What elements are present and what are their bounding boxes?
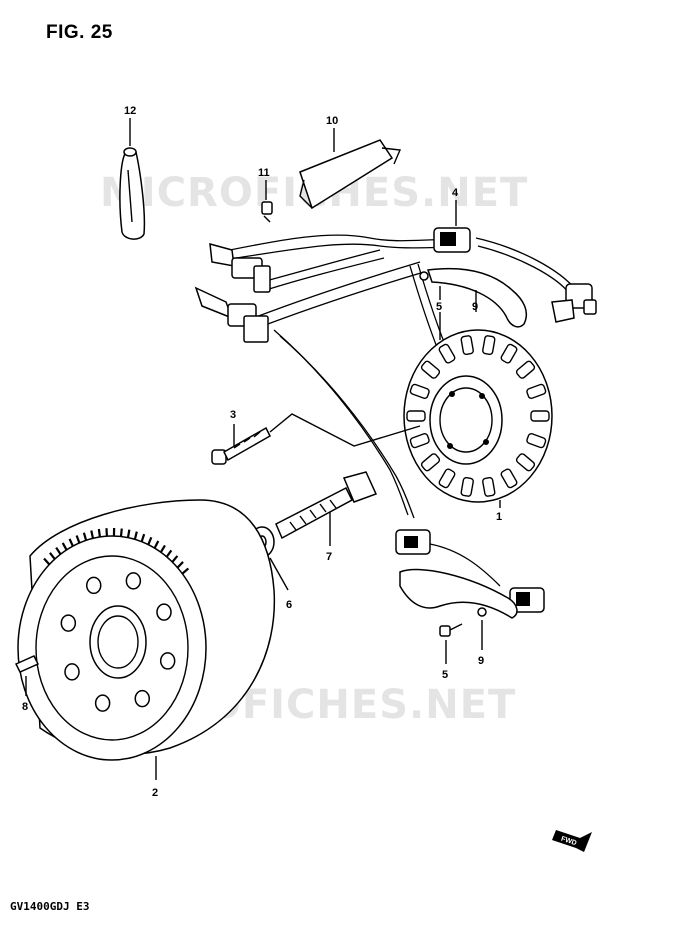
- rotor-hole: [60, 614, 77, 632]
- figure-title: FIG. 25: [46, 22, 113, 43]
- gear-tooth: [119, 528, 123, 537]
- forward-direction-marker: FWD: [552, 830, 592, 852]
- callout-labels: 1 2 3 4 5 5 6 7 8 9 9 10 11 12: [22, 105, 502, 799]
- gear-tooth: [140, 533, 146, 543]
- callout-9-upper: 9: [472, 301, 478, 313]
- gear-tooth: [75, 535, 81, 544]
- rotor-hole: [156, 603, 172, 621]
- gear-tooth: [171, 555, 179, 563]
- part-8-key: [14, 655, 40, 696]
- callout-11: 11: [258, 167, 270, 179]
- gear-tooth: [61, 542, 68, 551]
- stator-tooth: [438, 343, 456, 364]
- stator-tooth: [420, 360, 441, 379]
- gear-tooth: [82, 532, 88, 541]
- gear-tooth: [90, 530, 95, 539]
- part-7-rotor-bolt: [275, 471, 378, 546]
- stator-tooth: [500, 468, 518, 489]
- callout-8: 8: [22, 701, 28, 713]
- stator-tooth: [530, 410, 550, 422]
- fwd-label: FWD: [560, 836, 577, 848]
- stator-tooth: [515, 360, 536, 379]
- rotor-hole: [85, 576, 102, 595]
- part-1-stator: [403, 329, 553, 508]
- stator-tooth: [406, 410, 426, 422]
- rotor-hole: [125, 572, 142, 590]
- gear-tooth: [147, 536, 153, 546]
- model-code: GV1400GDJ E3: [10, 900, 90, 913]
- part-11-screw: [261, 180, 273, 223]
- gear-tooth: [49, 552, 56, 560]
- gear-tooth: [165, 549, 173, 558]
- part-9-holder-upper: [426, 267, 528, 328]
- stator-tooth: [500, 343, 518, 364]
- part-10-bracket: [299, 128, 402, 210]
- stator-tooth: [438, 468, 456, 489]
- part-4-pickup-lower: [395, 529, 545, 613]
- gear-tooth: [97, 528, 101, 538]
- gear-tooth: [153, 540, 160, 549]
- rotor-hole: [159, 652, 176, 670]
- callout-1: 1: [496, 511, 502, 523]
- callout-12: 12: [124, 105, 136, 117]
- gear-tooth: [159, 544, 166, 553]
- gear-tooth: [176, 561, 184, 569]
- rotor-hole: [94, 694, 111, 712]
- part-5-screw-lower: [439, 623, 463, 664]
- stator-tooth: [482, 476, 496, 497]
- callout-3: 3: [230, 409, 236, 421]
- part-12-clamp: [119, 118, 146, 240]
- callout-9-lower: 9: [478, 655, 484, 667]
- part-5-screw-upper: [419, 271, 441, 340]
- callout-7: 7: [326, 551, 332, 563]
- stator-tooth: [526, 383, 547, 400]
- callout-6: 6: [286, 599, 292, 611]
- callout-10: 10: [326, 115, 338, 127]
- rotor-hole: [64, 663, 80, 681]
- part-4-pickup-coil: [433, 200, 471, 253]
- stator-tooth: [460, 476, 474, 497]
- callout-4: 4: [452, 187, 459, 199]
- callout-5-lower: 5: [442, 669, 448, 681]
- stator-tooth: [409, 383, 430, 400]
- callout-5-upper: 5: [436, 301, 442, 313]
- part-2-rotor: [17, 499, 276, 780]
- gear-tooth: [126, 529, 131, 538]
- part-9-holder-lower: [399, 568, 518, 650]
- stator-tooth: [409, 432, 430, 449]
- gear-tooth: [181, 567, 190, 575]
- gear-tooth: [43, 557, 51, 566]
- gear-tooth: [133, 531, 138, 540]
- stator-tooth: [515, 453, 536, 472]
- gear-tooth: [55, 546, 62, 555]
- callout-2: 2: [152, 787, 158, 799]
- stator-tooth: [460, 335, 474, 356]
- rotor-hole: [134, 689, 151, 708]
- part-3-stator-bolt: [211, 413, 421, 465]
- stator-tooth: [526, 432, 547, 449]
- gear-tooth: [68, 538, 74, 547]
- stator-tooth: [420, 453, 441, 472]
- stator-tooth: [482, 335, 496, 356]
